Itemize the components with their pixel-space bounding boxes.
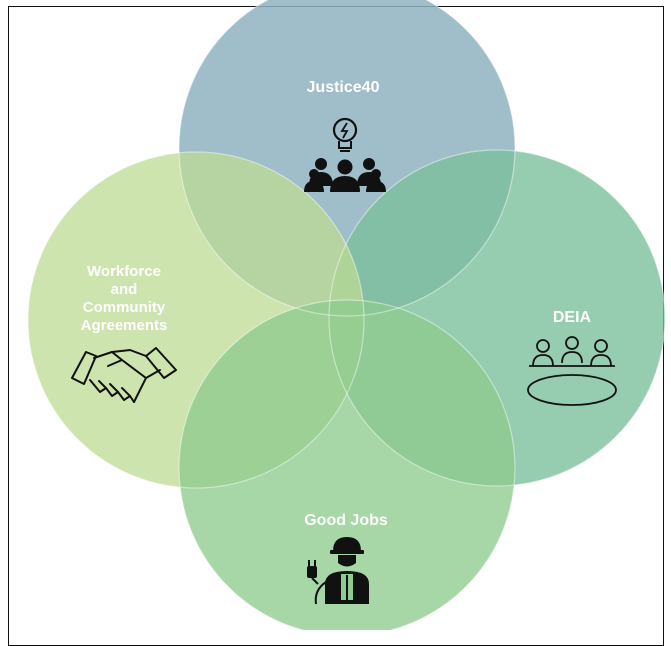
- svg-text:Agreements: Agreements: [81, 317, 168, 334]
- deia-label: DEIA: [553, 309, 592, 326]
- handshake-icon: [71, 347, 177, 403]
- worker-plug-icon: [307, 537, 369, 605]
- svg-text:Community: Community: [83, 299, 166, 316]
- venn-diagram: Justice40 DEIA Workforce and Community A…: [27, 0, 666, 630]
- meeting-table-icon: [527, 336, 617, 406]
- idea-team-icon: [304, 117, 386, 192]
- good-jobs-circle: [179, 300, 515, 630]
- svg-text:Workforce: Workforce: [87, 263, 161, 280]
- svg-text:and: and: [111, 281, 138, 298]
- workforce-label: Workforce and Community Agreements: [81, 263, 168, 334]
- circle-outlines: [27, 0, 666, 630]
- justice40-label: Justice40: [307, 79, 380, 96]
- good-jobs-label: Good Jobs: [304, 512, 388, 529]
